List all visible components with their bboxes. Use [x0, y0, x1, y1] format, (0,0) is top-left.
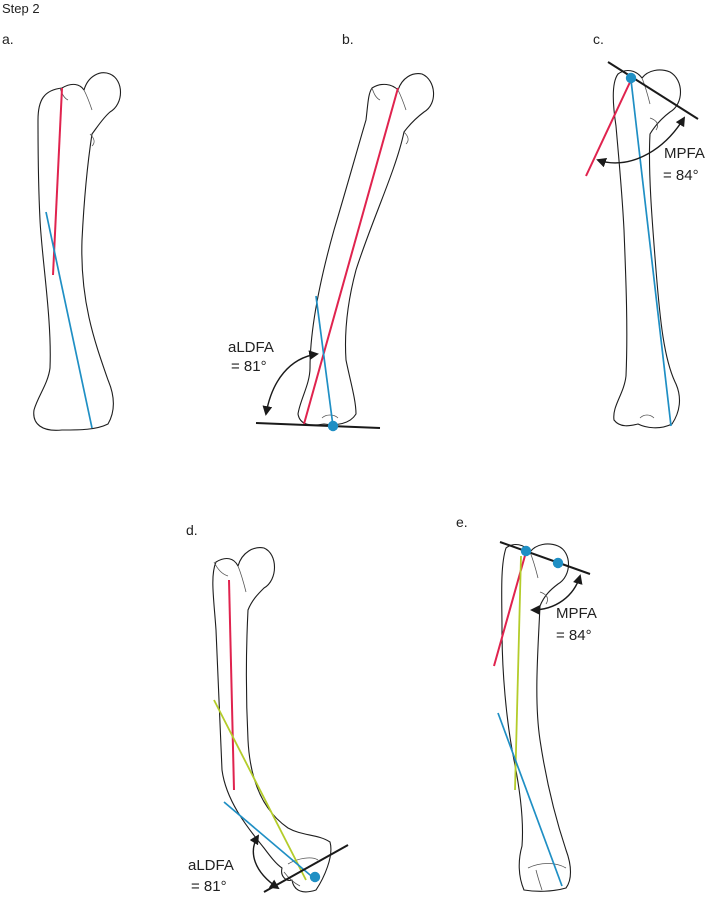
panel-a-label: a. [2, 31, 14, 47]
figure-title: Step 2 [2, 1, 40, 16]
panel-e-head-center-dot [552, 557, 564, 569]
panel-b-angle-name: aLDFA [228, 339, 274, 356]
panel-a: a. [2, 31, 122, 431]
panel-d-knee-center-dot [309, 871, 321, 883]
panel-c-angle-arc [596, 116, 686, 168]
panel-b-joint-line [255, 422, 381, 429]
panel-d-green-axis [213, 699, 307, 881]
panel-e-angle-name: MPFA [556, 605, 597, 622]
panel-c-label: c. [593, 31, 604, 47]
panel-e-femur [501, 543, 572, 892]
panel-a-blue-axis [45, 211, 93, 429]
panel-d-angle-arc [249, 834, 280, 890]
panel-b-label: b. [342, 31, 354, 47]
panel-b-knee-center-dot [327, 420, 339, 432]
panel-c: c. MPFA = 84° [585, 31, 705, 429]
panel-e-label: e. [456, 514, 468, 530]
panel-a-femur [33, 72, 122, 431]
panel-e-green-axis [514, 555, 522, 791]
panel-b-angle-value: = 81° [231, 358, 267, 375]
panel-d-femur [212, 547, 332, 893]
panel-e: e. MPFA = 84° [456, 514, 597, 892]
panel-d-red-axis [228, 579, 235, 791]
panel-d-label: d. [186, 522, 198, 538]
panel-e-blue-axis [497, 712, 563, 887]
panel-b-femur [297, 73, 435, 426]
panel-b-red-axis [303, 87, 399, 425]
panel-c-angle-value: = 84° [663, 167, 699, 184]
panel-d-angle-name: aLDFA [188, 857, 234, 874]
panel-e-angle-value: = 84° [556, 627, 592, 644]
panel-b: b. aLDFA = 81° [228, 31, 435, 432]
panel-b-angle-arc [262, 350, 319, 416]
panel-e-angle-arc [530, 574, 583, 615]
panel-e-neck-line [499, 541, 591, 575]
panel-c-femur [612, 69, 682, 429]
panel-c-angle-name: MPFA [664, 145, 705, 162]
panel-a-red-axis [52, 87, 63, 276]
panel-b-blue-axis [315, 295, 334, 427]
panel-e-neck-dot [520, 545, 532, 557]
panel-d-angle-value: = 81° [191, 878, 227, 895]
panel-d: d. aLDFA = 81° [186, 522, 349, 895]
panel-c-neck-line [607, 61, 699, 120]
panel-c-head-center-dot [625, 72, 637, 84]
